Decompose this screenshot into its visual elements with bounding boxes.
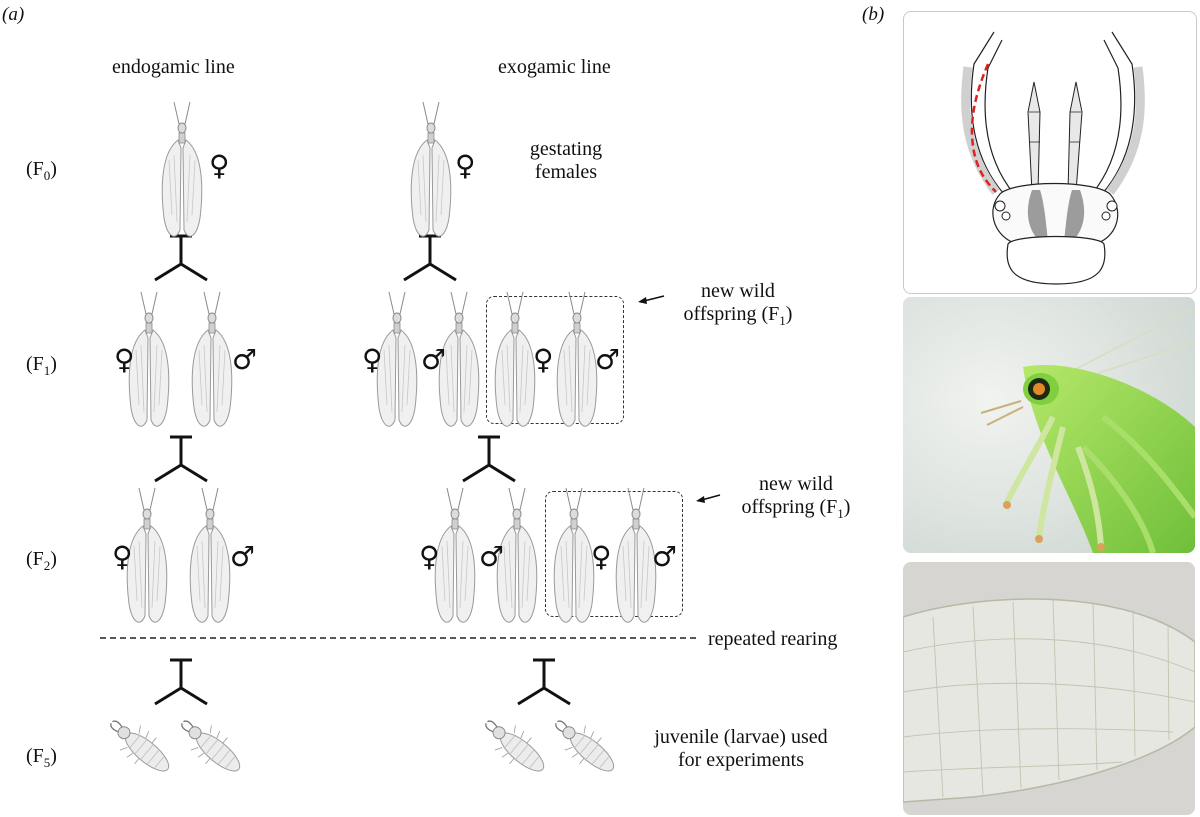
panel-label-b: (b) (862, 4, 885, 25)
generation-label-f0: (F0) (26, 158, 57, 183)
female-symbol: ♀ (591, 540, 612, 573)
male-symbol: ♂ (652, 540, 678, 573)
male-symbol: ♂ (479, 540, 505, 573)
wing-venation-photo (903, 562, 1195, 815)
red-dashed-trace (970, 63, 997, 193)
male-symbol: ♂ (595, 343, 621, 376)
new-offspring-box-f1 (486, 296, 624, 424)
larva-head-drawing (961, 31, 1145, 285)
female-symbol: ♀ (114, 343, 135, 376)
repeated-rearing-label: repeated rearing (708, 628, 838, 650)
new-wild-offspring-label-2: new wild offspring (F1) (741, 473, 851, 521)
wing-venation-illustration (903, 562, 1195, 815)
female-symbol: ♀ (362, 343, 383, 376)
larva-endo-2 (171, 708, 251, 784)
new-offspring-box-f2 (545, 491, 683, 617)
female-symbol: ♀ (112, 540, 133, 573)
female-symbol: ♀ (419, 540, 440, 573)
endogamic-line-header: endogamic line (112, 56, 235, 78)
new-wild-offspring-label-1: new wild offspring (F1) (683, 280, 793, 328)
green-lacewing-photo (903, 297, 1195, 553)
male-symbol: ♂ (230, 540, 256, 573)
larva-endo-1 (100, 708, 180, 784)
larva-exo-1 (475, 708, 555, 784)
female-symbol: ♀ (533, 343, 554, 376)
green-lacewing-illustration (903, 297, 1195, 553)
arrowhead-f2 (696, 496, 705, 503)
generation-label-f1: (F1) (26, 353, 57, 378)
head-drawing-frame (903, 11, 1197, 294)
male-symbol: ♂ (421, 343, 447, 376)
female-symbol: ♀ (209, 149, 230, 182)
generation-label-f2: (F2) (26, 548, 57, 573)
panel-label-a: (a) (2, 4, 25, 25)
female-symbol: ♀ (455, 149, 476, 182)
generation-label-f5: (F5) (26, 745, 57, 770)
exogamic-line-header: exogamic line (498, 56, 611, 78)
male-symbol: ♂ (232, 343, 258, 376)
arrowhead-f1 (638, 297, 647, 304)
larva-exo-2 (545, 708, 625, 784)
